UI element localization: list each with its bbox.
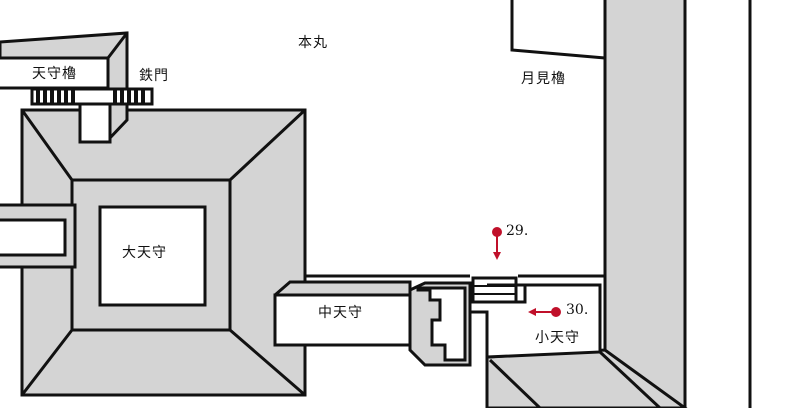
stairs xyxy=(471,276,518,304)
label-honmaru: 本丸 xyxy=(298,35,328,51)
label-sho-tenshu: 小天守 xyxy=(535,330,580,346)
west-passage xyxy=(0,203,77,269)
label-tenshu-yagura: 天守櫓 xyxy=(32,66,77,82)
sho-tenshu-structure xyxy=(468,283,602,359)
marker-30-label: 30. xyxy=(566,302,589,318)
tsukimi-yagura-outline xyxy=(510,0,606,60)
marker-29[interactable] xyxy=(492,227,502,260)
tenshu-yagura-structure xyxy=(0,31,154,144)
label-tsukimi-yagura: 月見櫓 xyxy=(521,71,566,87)
east-wall xyxy=(485,0,752,408)
marker-30[interactable] xyxy=(528,307,561,317)
naka-tenshu-structure xyxy=(273,280,472,367)
marker-29-label: 29. xyxy=(506,223,529,239)
label-dai-tenshu: 大天守 xyxy=(122,245,167,261)
label-kurogane-mon: 鉄門 xyxy=(139,68,169,84)
label-naka-tenshu: 中天守 xyxy=(318,305,363,321)
